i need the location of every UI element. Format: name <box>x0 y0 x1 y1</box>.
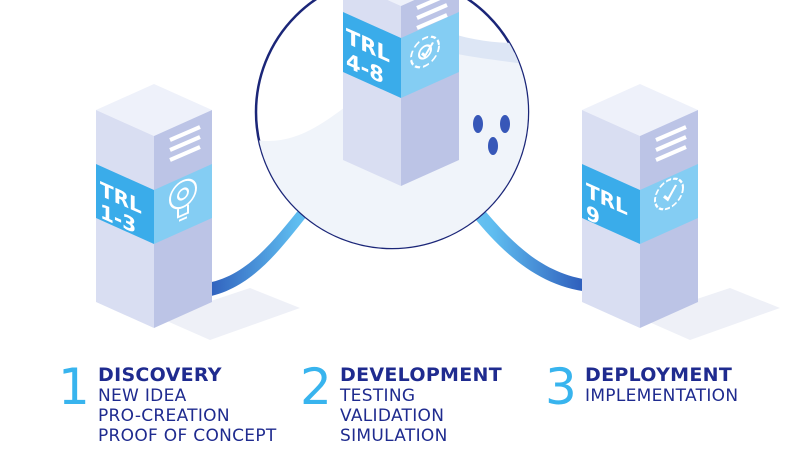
figure-icons <box>473 115 510 155</box>
stage-item: VALIDATION <box>340 406 445 426</box>
gear-cycle-check-icon <box>410 35 440 69</box>
stage-item: PROOF OF CONCEPT <box>98 426 277 446</box>
stage-item: TESTING <box>340 386 416 406</box>
stage-title: DEPLOYMENT <box>585 364 733 386</box>
lightbulb-gear-icon <box>169 178 197 222</box>
stage-deployment: 3 DEPLOYMENT IMPLEMENTATION <box>545 362 785 450</box>
stage-text: DISCOVERY NEW IDEA PRO-CREATION PROOF OF… <box>98 364 298 446</box>
stage-development: 2 DEVELOPMENT TESTING VALIDATION SIMULAT… <box>300 362 540 450</box>
connector-ribbon <box>200 140 590 298</box>
stage-title: DISCOVERY <box>98 364 222 386</box>
stage-title: DEVELOPMENT <box>340 364 502 386</box>
tower-trl-range: 9 <box>586 201 600 230</box>
tower-shadow <box>640 288 780 340</box>
tower-trl-9: TRL 9 <box>582 84 698 328</box>
gear-check-icon <box>654 177 684 211</box>
stage-number: 1 <box>58 362 90 416</box>
tower-shadow <box>160 288 300 340</box>
tower-trl-4-8: TRL 4-8 <box>343 0 459 186</box>
stage-item: IMPLEMENTATION <box>585 386 739 406</box>
stage-text: DEVELOPMENT TESTING VALIDATION SIMULATIO… <box>340 364 540 446</box>
tower-trl-1-3: TRL 1-3 <box>96 84 212 328</box>
stage-number: 2 <box>300 362 332 416</box>
stage-text: DEPLOYMENT IMPLEMENTATION <box>585 364 785 406</box>
stage-discovery: 1 DISCOVERY NEW IDEA PRO-CREATION PROOF … <box>58 362 298 450</box>
stage-item: SIMULATION <box>340 426 448 446</box>
stage-item: PRO-CREATION <box>98 406 230 426</box>
stage-number: 3 <box>545 362 577 416</box>
stage-item: NEW IDEA <box>98 386 187 406</box>
